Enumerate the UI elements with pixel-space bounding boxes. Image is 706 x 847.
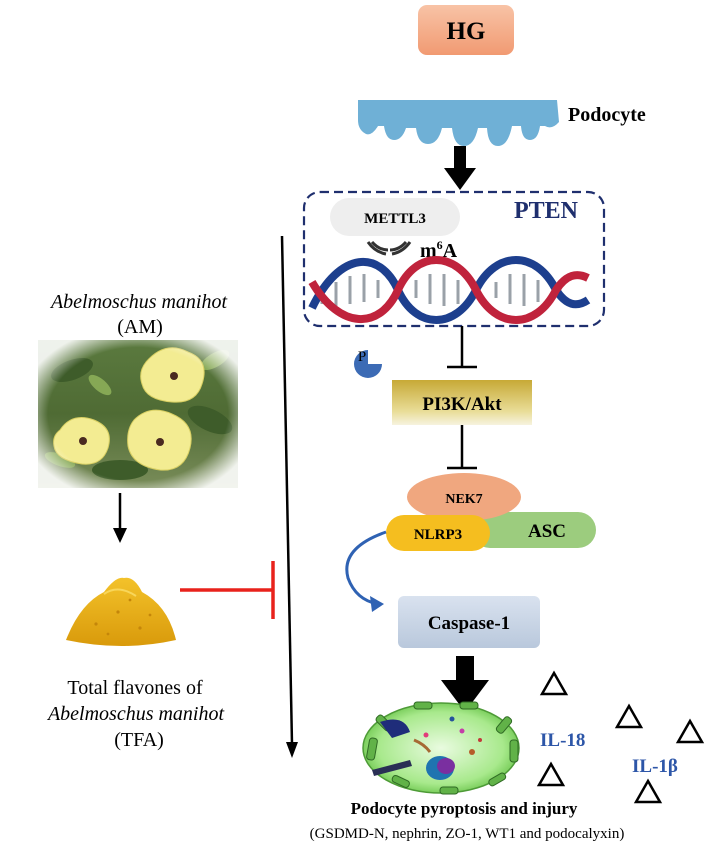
arrow-caspase-to-cell — [441, 656, 489, 712]
dna-helix — [308, 256, 591, 324]
curved-arrow-to-caspase — [345, 530, 387, 612]
arrow-podocyte-to-pten — [444, 146, 476, 190]
herb-abbrev: (AM) — [117, 316, 163, 338]
outcome-title: Podocyte pyroptosis and injury — [351, 799, 578, 818]
podocyte-label: Podocyte — [568, 104, 646, 126]
extract-line1: Total flavones of — [67, 677, 203, 699]
asc-shape — [472, 512, 596, 548]
cytokine-triangles — [536, 670, 705, 804]
pten-label: PTEN — [514, 198, 579, 224]
hg-label: HG — [447, 18, 486, 45]
podocyte-cell-shape: Podocyte — [358, 100, 646, 146]
pyroptotic-cell — [362, 701, 520, 795]
outcome-markers: (GSDMD-N, nephrin, ZO-1, WT1 and podocal… — [310, 826, 625, 842]
caspase-1-label: Caspase-1 — [428, 613, 510, 634]
inhibition-pten-to-pi3k — [447, 326, 477, 369]
triangle-icon — [614, 703, 644, 729]
herb-name: Abelmoschus manihot — [49, 291, 228, 313]
pi3k-akt-label: PI3K/Akt — [422, 394, 502, 415]
inflammasome-complex: NEK7 NLRP3 ASC — [386, 473, 596, 551]
extract-abbrev: (TFA) — [114, 729, 164, 751]
nlrp3-label: NLRP3 — [414, 527, 462, 543]
il18-label: IL-18 — [540, 730, 585, 751]
hg-box: HG — [418, 5, 514, 55]
il1b-label: IL-1β — [632, 756, 678, 777]
pten-dashed-box: PTEN — [302, 190, 606, 328]
caspase-1-box: Caspase-1 — [398, 596, 540, 648]
triangle-icon — [536, 761, 566, 787]
arrow-herb-to-extract — [113, 493, 127, 543]
nek7-label: NEK7 — [445, 492, 482, 507]
flavone-powder-image — [66, 577, 176, 646]
antibody-icon — [366, 240, 412, 256]
asc-label: ASC — [528, 521, 566, 542]
phospho-label: P — [358, 349, 366, 365]
mettl3-label: METTL3 — [364, 211, 426, 227]
extract-name: Abelmoschus manihot — [46, 703, 225, 725]
herb-photo — [38, 340, 238, 488]
pi3k-akt-box: PI3K/Akt — [392, 380, 532, 425]
tfa-inhibition — [180, 561, 275, 619]
triangle-icon — [539, 670, 569, 696]
nek7-shape — [407, 473, 521, 521]
nlrp3-shape — [386, 515, 490, 551]
phospho-icon: P — [354, 349, 382, 378]
long-vertical-arrow — [280, 235, 298, 758]
triangle-icon — [633, 778, 663, 804]
triangle-icon — [675, 718, 705, 744]
inhibition-pi3k-to-nek7 — [447, 425, 477, 470]
mettl3-enzyme: METTL3 — [330, 198, 460, 236]
